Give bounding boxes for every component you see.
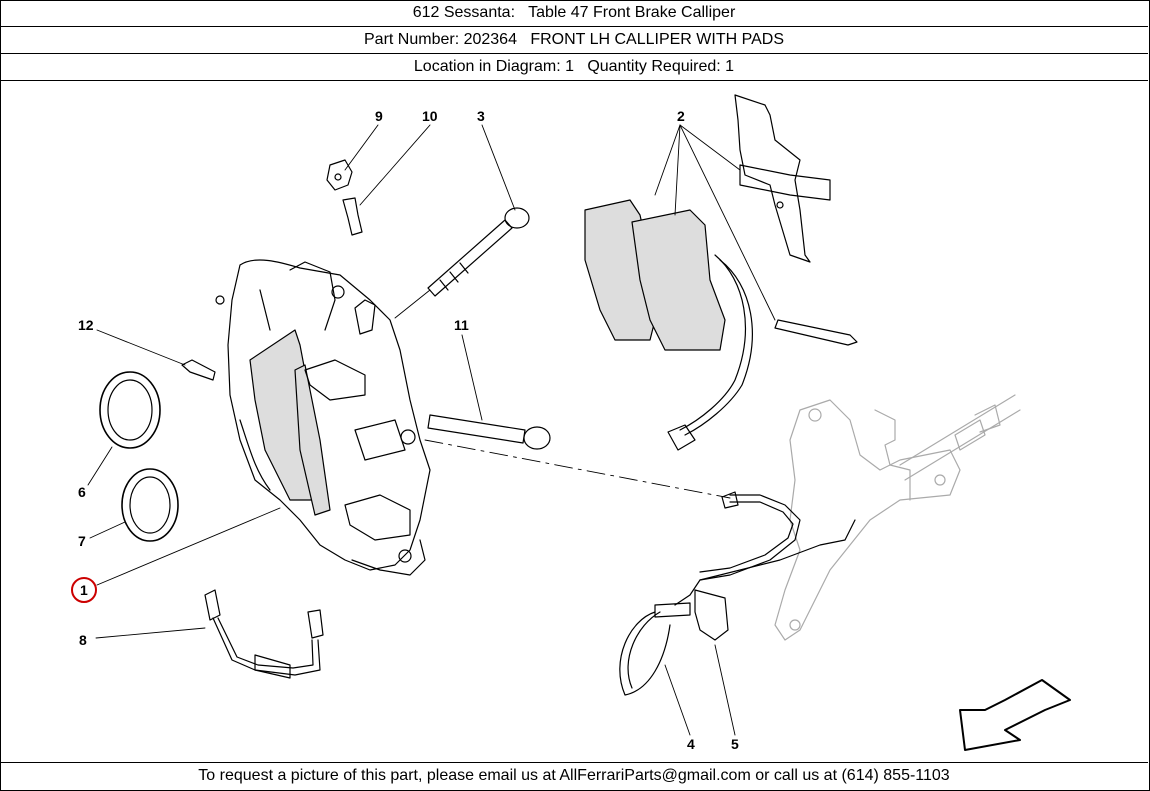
callout-1: 1	[80, 582, 88, 598]
footer-contact: To request a picture of this part, pleas…	[198, 767, 950, 784]
callout-5: 5	[731, 736, 739, 752]
callout-10: 10	[422, 108, 438, 124]
brake-pads	[584, 199, 858, 451]
callout-4: 4	[687, 736, 695, 752]
callout-12: 12	[78, 317, 94, 333]
callout-3: 3	[477, 108, 485, 124]
callout-11: 11	[454, 317, 469, 333]
direction-arrow	[959, 679, 1071, 751]
brake-calliper	[215, 259, 431, 576]
parts-diagram: 9 10 3 2 12 11 6 7 1 8 4 5	[0, 81, 1148, 763]
steering-knuckle	[774, 394, 1021, 641]
calliper-bolt-short	[427, 414, 551, 450]
callout-8: 8	[79, 632, 87, 648]
bleed-fittings	[326, 159, 363, 236]
piston-seal-large	[99, 371, 161, 449]
callout-2: 2	[677, 108, 685, 124]
small-bolt	[181, 359, 216, 381]
diagram-canvas: 9 10 3 2 12 11 6 7 1 8 4 5	[71, 94, 1071, 752]
calliper-bolt-long	[427, 207, 530, 297]
piston-seal-small	[121, 468, 179, 542]
part-number-line: Part Number: 202364 FRONT LH CALLIPER WI…	[0, 27, 1148, 54]
anti-rattle-clip	[734, 94, 831, 263]
leader-lines	[87, 124, 776, 736]
brake-pipe	[204, 589, 324, 679]
axis-line	[424, 439, 731, 499]
location-line: Location in Diagram: 1 Quantity Required…	[0, 54, 1148, 81]
callout-9: 9	[375, 108, 383, 124]
page-title: 612 Sessanta: Table 47 Front Brake Calli…	[0, 0, 1148, 27]
brake-hose	[619, 491, 856, 696]
highlight-circle	[71, 577, 97, 603]
callout-7: 7	[78, 533, 86, 549]
callout-6: 6	[78, 484, 86, 500]
